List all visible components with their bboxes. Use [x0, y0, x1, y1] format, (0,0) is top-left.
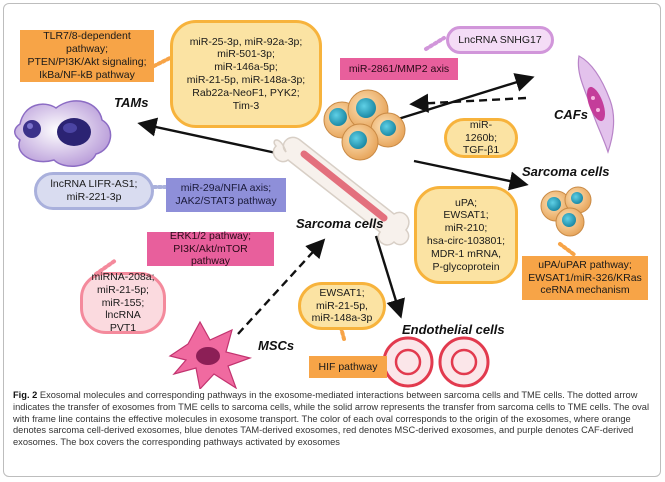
oval-lncrna-snhg17: LncRNA SNHG17 — [446, 26, 554, 54]
box-mir29a-pathway: miR-29a/NFIA axis; JAK2/STAT3 pathway — [166, 178, 286, 212]
box-mir2861-axis: miR-2861/MMP2 axis — [340, 58, 458, 80]
label-tams: TAMs — [114, 95, 149, 110]
bone-icon — [272, 136, 410, 246]
label-mscs: MSCs — [258, 338, 295, 353]
caption-fig-label: Fig. 2 — [13, 390, 38, 400]
diagram-graphics — [14, 36, 615, 389]
oval-mirna208a: miRNA-208a; miR-21-5p; miR-155; lncRNA P… — [80, 271, 166, 334]
label-sarcoma-center: Sarcoma cells — [296, 216, 384, 231]
endothelial-icon — [382, 336, 490, 388]
oval-lncrna-lifr: lncRNA LIFR-AS1; miR-221-3p — [34, 172, 154, 210]
box-tlr-pathways: TLR7/8-dependent pathway; PTEN/PI3K/Akt … — [20, 30, 154, 82]
macrophage-icon — [14, 100, 112, 167]
sarcoma-cell-small-icon — [540, 186, 592, 237]
sarcoma-cell-icon — [323, 89, 406, 161]
arrow-cafs-to-sarcoma — [409, 93, 527, 113]
msc-icon — [168, 320, 253, 389]
oval-upa-list: uPA; EWSAT1; miR-210; hsa-circ-103801; M… — [414, 186, 518, 284]
box-erk-pathway: ERK1/2 pathway; PI3K/Akt/mTOR pathway — [147, 230, 274, 267]
label-sarcoma-right: Sarcoma cells — [522, 164, 610, 179]
arrow-sarcoma-to-endothelial — [374, 235, 405, 319]
arrow-sarcoma-to-sarcoma — [413, 159, 529, 191]
label-endothelial: Endothelial cells — [402, 322, 505, 337]
oval-ewsat1: EWSAT1; miR-21-5p, miR-148a-3p — [298, 282, 386, 330]
box-hif-pathway: HIF pathway — [309, 356, 387, 378]
fibroblast-icon — [577, 55, 615, 154]
arrow-mscs-to-sarcoma — [237, 238, 326, 335]
figure-frame: TLR7/8-dependent pathway; PTEN/PI3K/Akt … — [3, 3, 661, 477]
label-cafs: CAFs — [554, 107, 588, 122]
caption-text: Exosomal molecules and corresponding pat… — [13, 390, 650, 448]
dashed-arrows — [237, 93, 527, 335]
diagram: TLR7/8-dependent pathway; PTEN/PI3K/Akt … — [4, 4, 660, 389]
box-upa-pathway: uPA/uPAR pathway; EWSAT1/miR-326/KRas ce… — [522, 256, 648, 300]
figure-caption: Fig. 2 Exosomal molecules and correspond… — [13, 390, 653, 449]
oval-sarcoma-mirs: miR-25-3p, miR-92a-3p; miR-501-3p; miR-1… — [170, 20, 322, 128]
oval-mir1260b: miR-1260b; TGF-β1 — [444, 118, 518, 158]
